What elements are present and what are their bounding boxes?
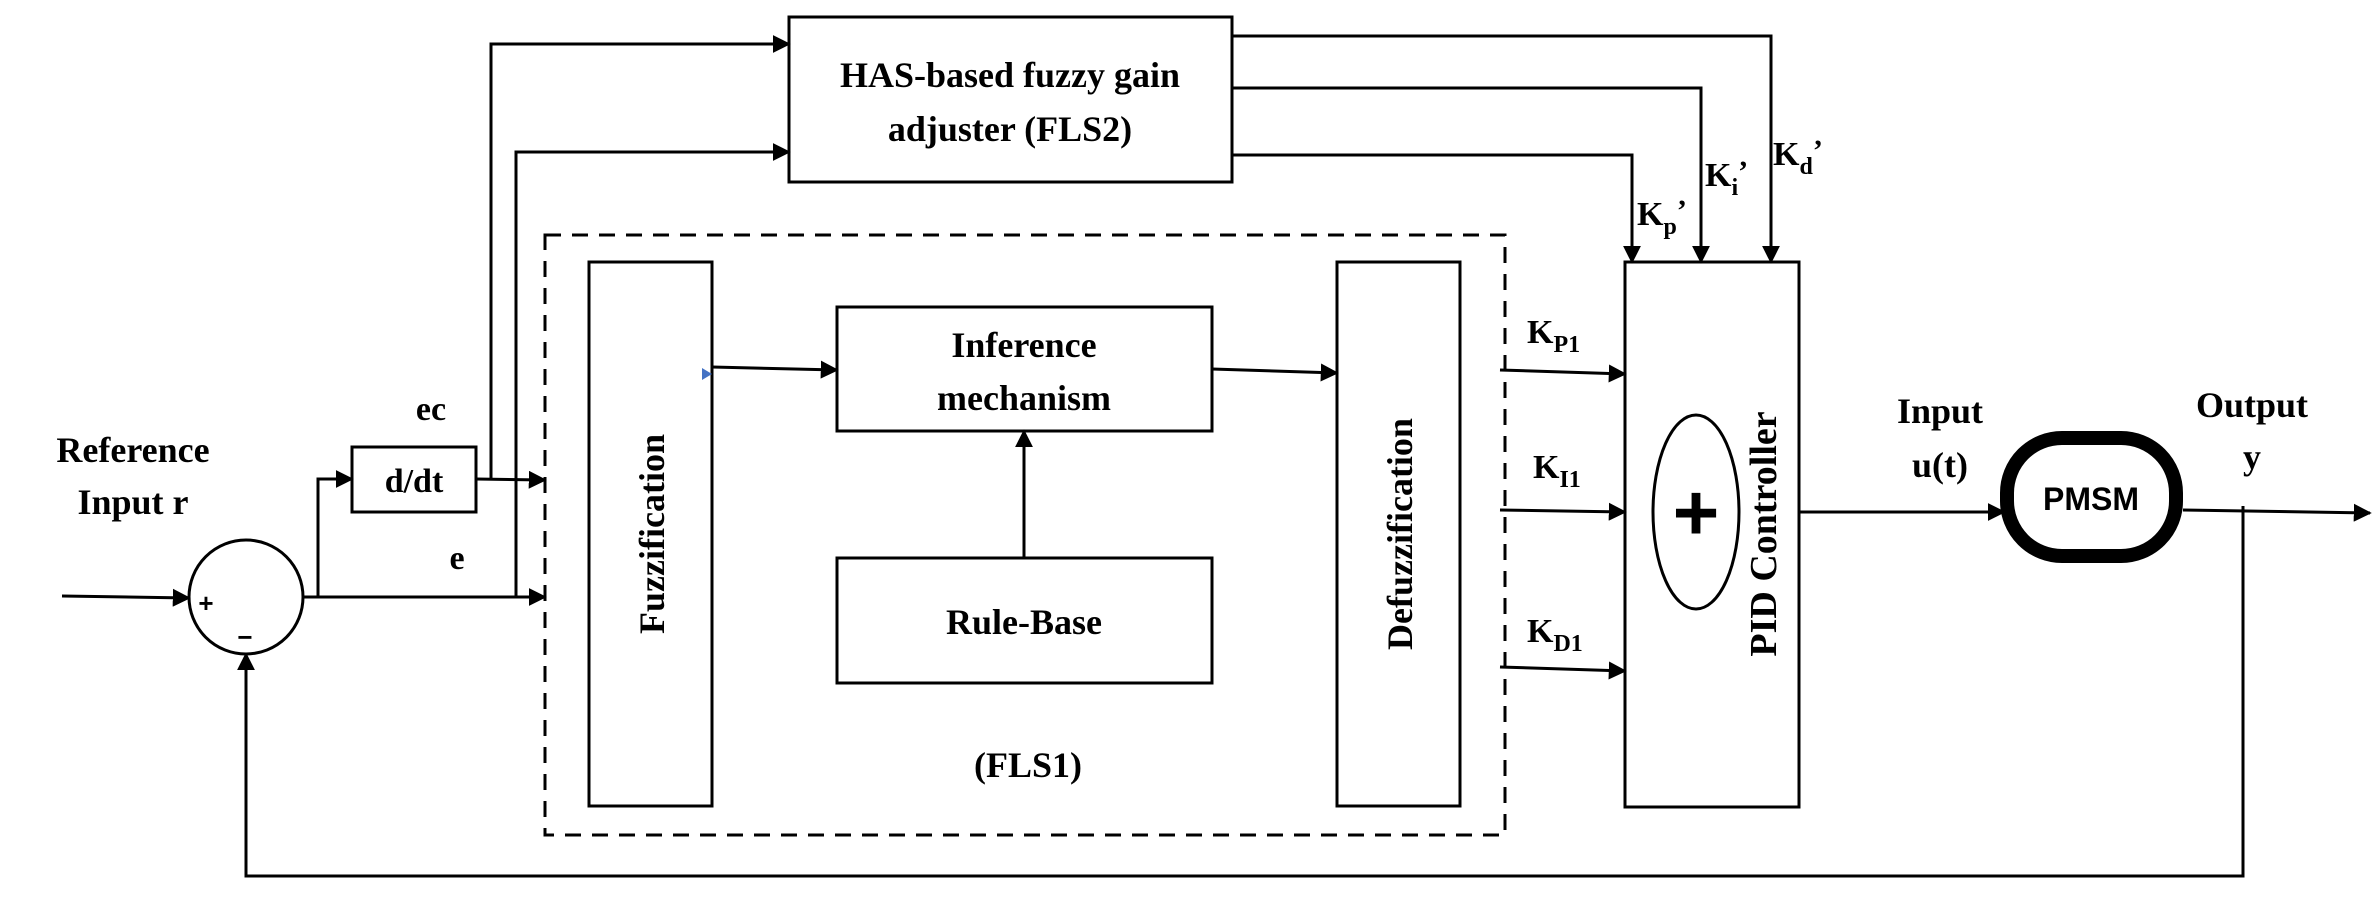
fuzzification-marker [702,368,712,380]
rule-base-label: Rule-Base [946,602,1102,642]
wire-e-to-derivative [316,470,354,597]
wire-kd-prime [1232,34,1780,264]
wire-ec-to-fls2 [489,35,791,479]
wire-kp1 [1499,364,1627,383]
fls1-label: (FLS1) [974,745,1082,785]
pid-controller-label: PID Controller [1743,411,1785,656]
ki1-label: KI1 [1533,449,1581,493]
wire-ki-prime [1232,86,1710,264]
wire-pmsm-output [2182,503,2372,522]
fuzzification-block [587,260,714,808]
wire-ki1 [1499,502,1627,521]
reference-input-label-line1: Reference [56,430,209,470]
input-u-label-line1: Input [1897,391,1983,431]
defuzzification-label: Defuzzification [1380,418,1420,650]
pid-summing-plus: + [1673,468,1720,557]
wire-ec-to-fls1 [475,470,547,489]
kd-prime-label: Kd’ [1773,134,1823,180]
pid-summing-ellipse [1651,413,1741,611]
defuzzification-block [1335,260,1462,808]
sum-plus-sign: + [198,588,213,618]
inference-label-line1: Inference [951,325,1096,365]
e-label: e [449,540,464,577]
arrow-fuzzification-to-inference [711,360,839,379]
wire-kd1 [1499,661,1627,680]
wire-feedback [237,506,2245,878]
wire-kp-prime [1232,153,1641,264]
fls1-container [543,233,1507,837]
fls2-block [787,15,1234,184]
kp-prime-label: Kp’ [1637,194,1687,240]
fls2-title-line1: HAS-based fuzzy gain [840,55,1180,95]
inference-label-line2: mechanism [937,378,1111,418]
arrow-inference-to-defuzzification [1211,363,1339,382]
reference-input-label-line2: Input r [77,482,188,522]
rule-base-block [835,556,1214,685]
pmsm-label: PMSM [2043,481,2139,517]
ki-prime-label: Ki’ [1705,155,1748,201]
kp1-label: KP1 [1527,314,1580,358]
sum-minus-sign: − [237,622,252,652]
output-y-label-line1: Output [2196,385,2308,425]
derivative-label: d/dt [385,463,444,500]
fls2-title-line2: adjuster (FLS2) [888,109,1132,149]
input-u-label-line2: u(t) [1912,445,1968,485]
wire-e-to-fls2 [514,143,791,597]
ec-label: ec [416,391,446,428]
wire-reference-input [61,588,191,607]
pmsm-block [2000,431,2183,563]
fuzzification-label: Fuzzification [632,434,672,634]
kd1-label: KD1 [1527,613,1583,657]
output-y-label-line2: y [2243,437,2261,477]
